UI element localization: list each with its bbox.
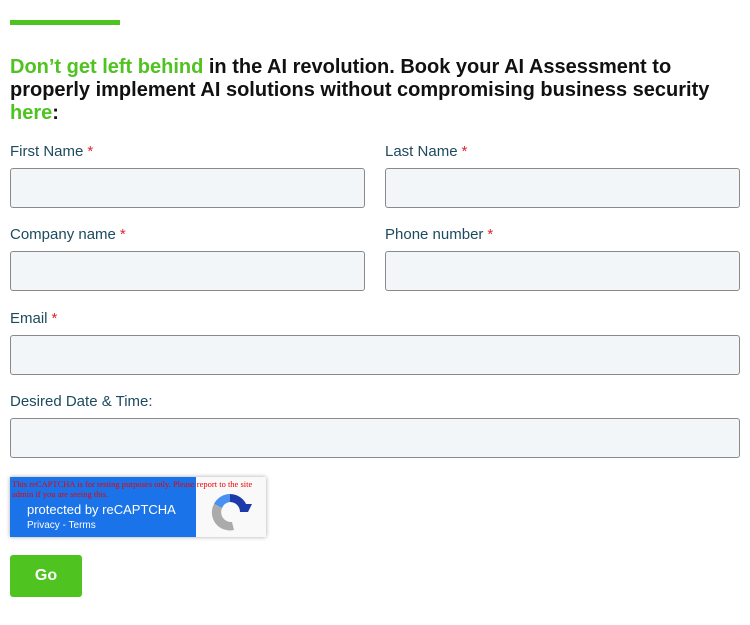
accent-bar <box>10 20 120 25</box>
here-link[interactable]: here <box>10 102 53 124</box>
required-marker: * <box>487 226 494 243</box>
phone-input[interactable] <box>385 251 740 291</box>
required-marker: * <box>119 226 126 243</box>
heading-colon: : <box>52 102 59 124</box>
recaptcha-badge[interactable]: protected by reCAPTCHA Privacy - Terms T… <box>10 477 266 537</box>
page-heading: Don’t get left behind in the AI revoluti… <box>10 56 730 125</box>
required-marker: * <box>461 143 468 160</box>
required-marker: * <box>51 310 58 327</box>
privacy-link[interactable]: Privacy <box>27 520 60 531</box>
recaptcha-protected-text: protected by reCAPTCHA <box>27 502 176 517</box>
company-field: Company name* <box>10 226 365 291</box>
last-name-input[interactable] <box>385 168 740 208</box>
email-label: Email <box>10 310 48 327</box>
recaptcha-logo-icon <box>211 494 252 531</box>
last-name-label: Last Name <box>385 143 458 160</box>
company-label: Company name <box>10 226 116 243</box>
date-time-label: Desired Date & Time: <box>10 393 153 410</box>
first-name-label: First Name <box>10 143 84 160</box>
email-input[interactable] <box>10 335 740 375</box>
recaptcha-test-warning: This reCAPTCHA is for testing purposes o… <box>12 479 253 499</box>
heading-highlight: Don’t get left behind <box>10 56 204 78</box>
date-time-field: Desired Date & Time: <box>10 393 740 458</box>
link-separator: - <box>59 520 69 531</box>
heading-text: in the AI revolution. Book your AI Asses… <box>10 56 710 101</box>
company-input[interactable] <box>10 251 365 291</box>
go-button[interactable]: Go <box>10 555 82 597</box>
phone-label: Phone number <box>385 226 484 243</box>
date-time-input[interactable] <box>10 418 740 458</box>
terms-link[interactable]: Terms <box>68 520 96 531</box>
phone-field: Phone number* <box>385 226 740 291</box>
last-name-field: Last Name* <box>385 143 740 208</box>
required-marker: * <box>87 143 94 160</box>
email-field: Email* <box>10 310 740 375</box>
recaptcha-panel: protected by reCAPTCHA Privacy - Terms <box>10 477 196 537</box>
first-name-input[interactable] <box>10 168 365 208</box>
first-name-field: First Name* <box>10 143 365 208</box>
